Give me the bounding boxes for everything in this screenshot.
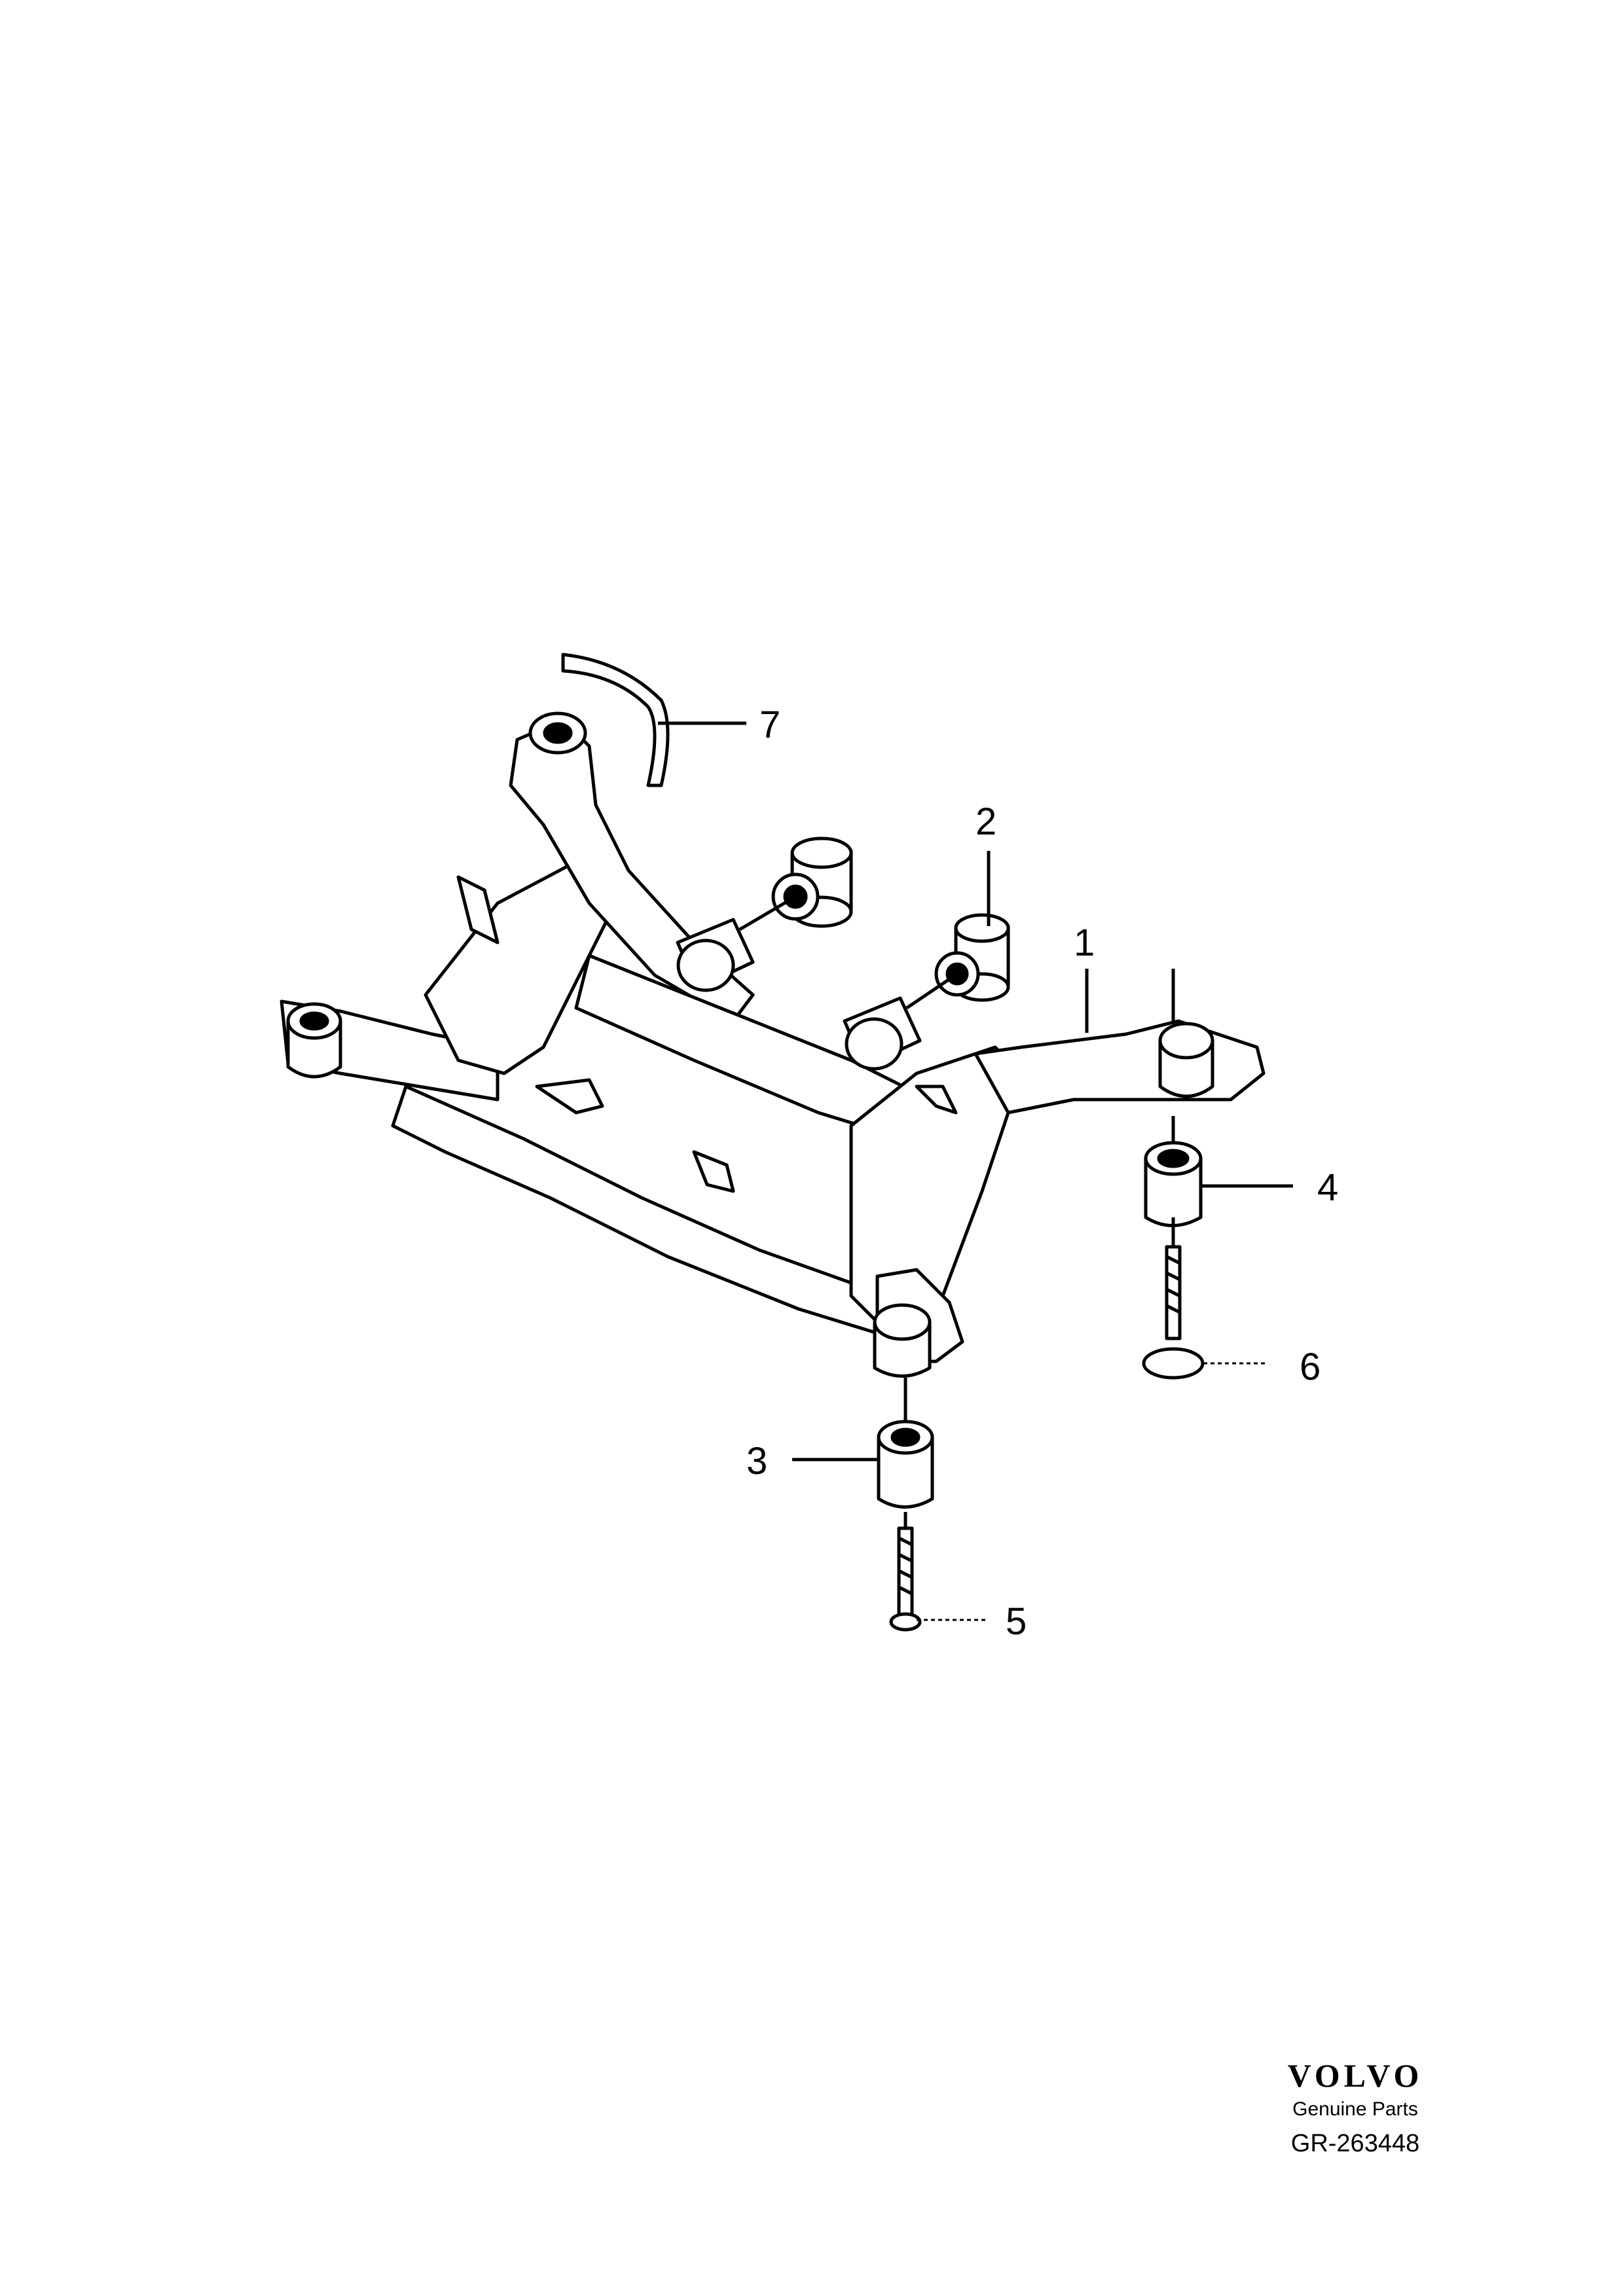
bracket-item-7 (561, 653, 670, 787)
bolt-item-5 (889, 1526, 922, 1632)
bushing-item-4 (1144, 1141, 1203, 1227)
callout-5: 5 (1006, 1600, 1027, 1643)
callout-4: 4 (1317, 1166, 1338, 1209)
callout-2: 2 (976, 800, 996, 843)
bolt-item-6 (1142, 1245, 1205, 1380)
subframe-left-bushing (286, 1002, 342, 1079)
subframe-front-bushing (873, 1303, 932, 1378)
callout-3: 3 (746, 1440, 767, 1482)
callout-7: 7 (759, 704, 780, 746)
brand-subtitle: Genuine Parts (1292, 2098, 1418, 2120)
drawing-number: GR-263448 (1290, 2130, 1420, 2157)
subframe-right-bushing (1158, 1022, 1214, 1098)
leader-lines (658, 721, 1293, 1621)
callout-6: 6 (1300, 1346, 1321, 1388)
callout-1: 1 (1074, 922, 1095, 964)
subframe-top-bushing (528, 711, 587, 755)
assembly-lines (739, 895, 1175, 1528)
volvo-logo: VOLVO (1287, 2057, 1423, 2094)
rear-subframe (280, 718, 1266, 1363)
brand-block: VOLVO Genuine Parts GR-263448 (1270, 2059, 1440, 2158)
bushing-item-2-lower (843, 913, 1010, 1071)
bushing-item-3 (877, 1420, 934, 1509)
bushing-item-2-upper (676, 836, 853, 992)
